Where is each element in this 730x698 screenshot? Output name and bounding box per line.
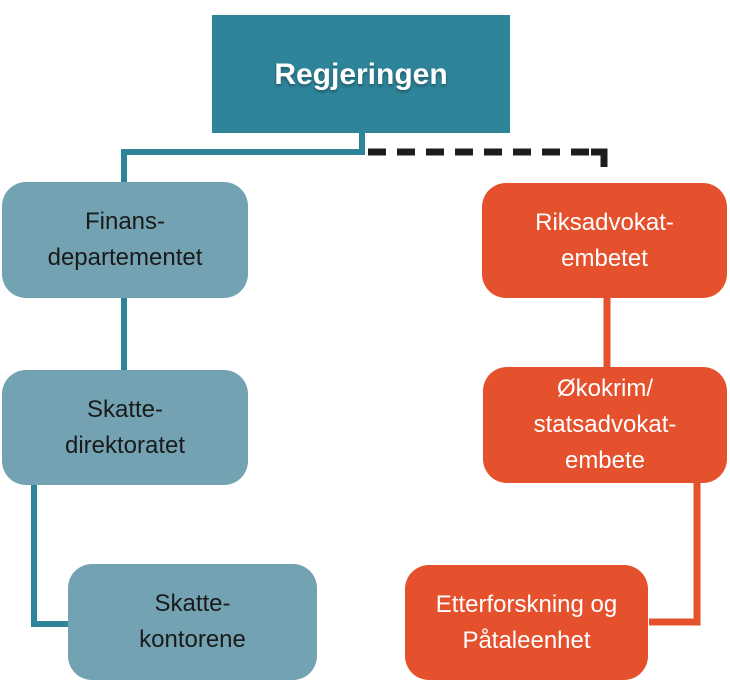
node-skattedir-line1: Skatte- [86,395,164,423]
node-riksadvokat-line1: Riksadvokat- [535,208,674,236]
node-riksadvokat-line2: embetet [561,244,648,272]
node-skattedir-line2: direktoratet [64,431,186,459]
node-finans-line1: Finans- [84,208,166,235]
edge-regjeringen-finans [121,132,365,184]
node-okokrim-line1: Økokrim/ [557,375,653,402]
node-okokrim-line2: statsadvokat- [533,411,677,438]
edge-riksadvokat-dash-corner [591,148,608,167]
node-etterforskning-pataleenhet: Etterforskning og Påtaleenhet [405,565,648,680]
node-riksadvokatembetet: Riksadvokat- embetet [482,183,727,298]
node-okokrim-statsadvokatembete: Økokrim/ statsadvokat- embete [483,367,727,483]
node-finansdepartementet: Finans- departementet [2,182,248,298]
node-skattekont-line2: kontorene [139,626,246,653]
node-regjeringen: Regjeringen [212,15,510,133]
edge-okokrim-etterforskning [649,481,701,626]
node-finans-line2: departementet [47,244,203,271]
node-etterforskning-line2: Påtaleenhet [462,626,591,654]
edge-skattedir-skattekont [31,483,69,627]
node-regjeringen-label: Regjeringen [274,57,448,91]
node-okokrim-line3: embete [564,447,646,474]
node-skattekont-line1: Skatte- [154,590,231,617]
node-skattedirektoratet: Skatte- direktoratet [2,370,248,485]
node-skattekontorene: Skatte- kontorene [68,564,317,680]
node-etterforskning-line1: Etterforskning og [435,590,618,618]
